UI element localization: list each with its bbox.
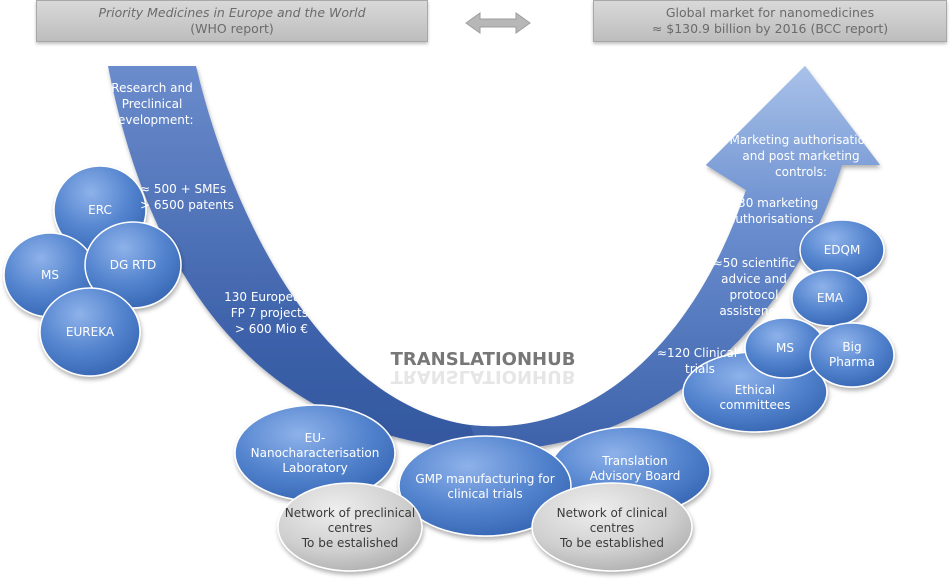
gmp-line-1: GMP manufacturing for <box>415 472 555 486</box>
hub-title-reflection: TRANSLATIONHUB <box>390 366 576 387</box>
marketing-label: Marketing authorisation and post marketi… <box>726 132 876 180</box>
right-bubble-cluster <box>682 219 895 433</box>
advisory-line-2: Advisory Board <box>589 469 681 483</box>
advice-line-1: ≈50 scientific <box>712 256 796 270</box>
research-line-3: development: <box>110 113 194 127</box>
preclinical-line-2: centres <box>327 520 373 535</box>
bcc-report-value: ≈ $130.9 billion by 2016 (BCC report) <box>651 21 889 36</box>
double-arrow-icon <box>465 12 531 34</box>
fp7-label: 130 European FP 7 projects > 600 Mio € <box>198 289 308 337</box>
trials-line-1: ≈120 Clinical <box>657 346 738 360</box>
who-report-box: Priority Medicines in Europe and the Wor… <box>36 0 428 42</box>
marketing-line-3: controls: <box>775 165 827 179</box>
research-label: Research and Preclinical development: <box>104 80 200 128</box>
marketing-line-2: and post marketing <box>742 149 860 163</box>
ethical-line-1: Ethical <box>734 383 776 397</box>
bottom-bubble-cluster <box>234 404 711 572</box>
eu-ncl-line-3: Laboratory <box>282 460 348 475</box>
bubble-eu-ncl: EU- Nanocharacterisation Laboratory <box>240 428 390 478</box>
bubble-ema: EMA <box>816 290 844 305</box>
smes-line-2: > 6500 patents <box>140 198 234 212</box>
clinical-line-1: Network of clinical <box>556 505 668 520</box>
bubble-ethical-committees: Ethical committees <box>700 378 810 418</box>
clinical-line-2: centres <box>589 520 635 535</box>
advice-line-3: protocol <box>729 288 779 302</box>
bubble-edqm: EDQM <box>823 242 861 257</box>
preclinical-line-3: To be estalished <box>301 535 399 550</box>
bubble-preclinical-network: Network of preclinical centres To be est… <box>280 503 420 553</box>
translation-arrow-right-highlight <box>470 66 880 451</box>
ethical-line-2: committees <box>719 398 791 412</box>
left-bubble-cluster <box>3 165 182 377</box>
bubble-dg-rtd: DG RTD <box>109 257 157 272</box>
bubble-big-pharma: Big Pharma <box>810 335 894 375</box>
clinical-line-3: To be established <box>559 535 665 550</box>
marketing-line-1: Marketing authorisation <box>729 133 873 147</box>
bubble-erc: ERC <box>88 202 112 217</box>
fp7-line-1: 130 European <box>224 290 308 304</box>
authorisations-label: >30 marketing authorisations <box>728 195 838 227</box>
bubble-advisory-board: Translation Advisory Board <box>565 452 705 486</box>
authorisations-line-2: authorisations <box>728 212 814 226</box>
big-pharma-line-1: Big <box>842 340 862 354</box>
smes-label: ≈ 500 + SMEs > 6500 patents <box>140 181 250 213</box>
trials-label: ≈120 Clinical trials <box>657 345 757 377</box>
eu-ncl-line-2: Nanocharacterisation <box>250 445 380 460</box>
advisory-line-1: Translation <box>602 454 668 468</box>
who-report-title: Priority Medicines in Europe and the Wor… <box>98 5 366 20</box>
authorisations-line-1: >30 marketing <box>728 196 819 210</box>
who-report-source: (WHO report) <box>190 21 274 36</box>
bubble-ms-right: MS <box>776 340 794 355</box>
gmp-line-2: clinical trials <box>447 487 523 501</box>
advice-label: ≈50 scientific advice and protocol assis… <box>706 255 802 319</box>
research-line-1: Research and <box>111 81 193 95</box>
fp7-line-3: > 600 Mio € <box>234 322 308 336</box>
advice-line-4: assistences <box>719 304 789 318</box>
trials-line-2: trials <box>685 362 715 376</box>
advice-line-2: advice and <box>721 272 787 286</box>
research-line-2: Preclinical <box>121 97 183 111</box>
eu-ncl-line-1: EU- <box>304 430 326 445</box>
bubble-gmp: GMP manufacturing for clinical trials <box>405 470 565 504</box>
big-pharma-line-2: Pharma <box>829 355 875 369</box>
bubble-eureka: EUREKA <box>65 324 115 339</box>
preclinical-line-1: Network of preclinical <box>284 505 416 520</box>
hub-title: TRANSLATIONHUB <box>390 349 576 370</box>
fp7-line-2: FP 7 projects <box>230 306 308 320</box>
bubble-clinical-network: Network of clinical centres To be establ… <box>540 503 684 553</box>
bubble-ms-left: MS <box>41 267 59 282</box>
smes-line-1: ≈ 500 + SMEs <box>140 182 227 196</box>
bcc-report-box: Global market for nanomedicines ≈ $130.9… <box>593 0 947 42</box>
bcc-report-title: Global market for nanomedicines <box>665 5 875 20</box>
